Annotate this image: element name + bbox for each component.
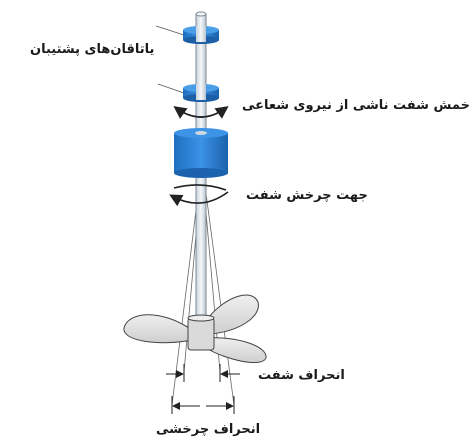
label-rotational-deflection: انحراف چرخشی bbox=[156, 422, 261, 437]
lower-bearing bbox=[183, 84, 219, 102]
label-shaft-deflection: انحراف شفت bbox=[258, 368, 345, 383]
bearing-leaders bbox=[155, 25, 185, 94]
rotational-deflection-dimension bbox=[171, 396, 235, 414]
upper-bearing bbox=[183, 26, 219, 44]
shaft-deflection-dimension bbox=[166, 364, 240, 382]
label-support-bearings: یاتاقان‌های پشتیبان bbox=[30, 42, 155, 57]
motor-cylinder bbox=[174, 128, 228, 178]
rotation-arrow bbox=[169, 184, 229, 207]
bending-arrow bbox=[173, 106, 229, 119]
propeller bbox=[123, 294, 267, 364]
label-rotation-direction: جهت چرخش شفت bbox=[246, 188, 368, 203]
label-shaft-bending: خمش شفت ناشی از نیروی شعاعی bbox=[242, 98, 470, 113]
